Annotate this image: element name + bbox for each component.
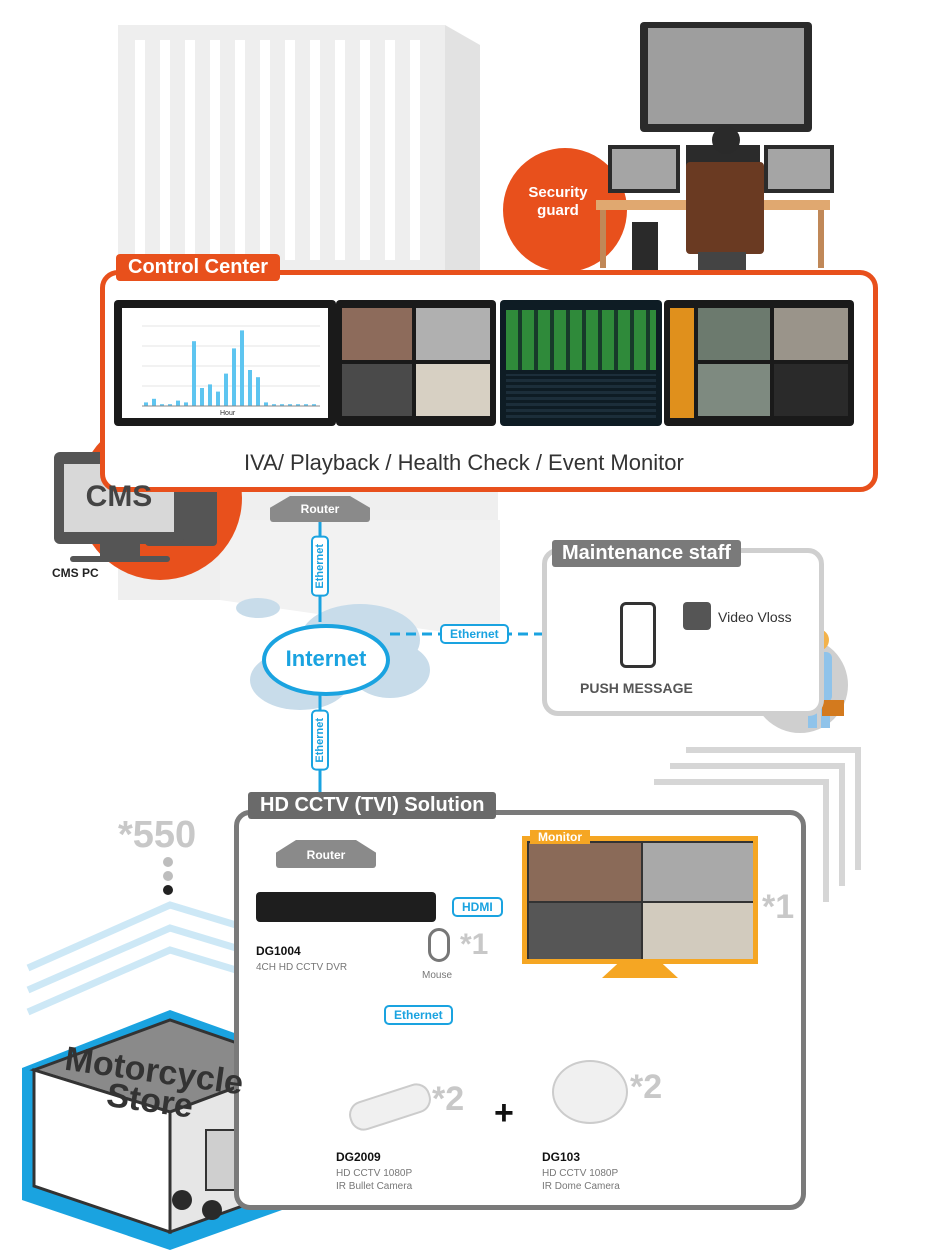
event-feed-4 — [774, 364, 848, 416]
internet-bubble — [262, 624, 390, 696]
dome-desc-2: IR Dome Camera — [542, 1181, 620, 1192]
histogram-bar — [160, 404, 164, 406]
video-wall — [596, 22, 834, 274]
health-grid — [506, 310, 656, 370]
monitor-stand — [602, 964, 678, 978]
mouse-label: Mouse — [422, 970, 453, 981]
dvr-device — [256, 892, 436, 922]
router-bottom: Router — [276, 840, 376, 868]
mouse-qty: *1 — [460, 928, 489, 961]
monitor-label: Monitor — [530, 830, 590, 844]
store-stripes — [26, 901, 238, 1016]
histogram-bar — [264, 402, 268, 406]
maintenance-panel — [542, 548, 824, 716]
security-guard-label: Security guard — [528, 184, 588, 219]
dvr-desc: 4CH HD CCTV DVR — [256, 962, 348, 973]
local-monitor — [522, 836, 758, 964]
event-monitor-screen — [664, 300, 854, 426]
histogram-bar — [216, 391, 220, 406]
monitor-feed-2 — [643, 843, 753, 901]
monitor-feed-4 — [643, 903, 753, 959]
histogram-bar — [312, 404, 316, 406]
histogram-bar — [184, 402, 188, 406]
push-message-label: PUSH MESSAGE — [580, 680, 693, 696]
camera-feed-3 — [342, 364, 412, 416]
guard-circle — [503, 148, 627, 272]
dome-model: DG103 — [542, 1150, 581, 1164]
ethernet-tag-upper: Ethernet — [311, 536, 329, 597]
internet-label: Internet — [285, 646, 367, 671]
histogram-bar — [152, 398, 156, 406]
push-bold: PUSH — [580, 680, 619, 696]
mouse-icon — [428, 928, 450, 962]
bullet-desc-2: IR Bullet Camera — [336, 1181, 413, 1192]
dome-qty: *2 — [630, 1068, 663, 1106]
camera-feed-4 — [416, 364, 490, 416]
histogram-bar — [200, 388, 204, 406]
message-icon — [683, 602, 711, 630]
small-cloud — [236, 598, 280, 618]
histogram-bar — [272, 404, 276, 406]
histogram-bar — [232, 348, 236, 406]
camera-feed-2 — [416, 308, 490, 360]
stacked-sites — [654, 747, 861, 902]
event-list — [670, 308, 694, 418]
histogram-bar — [288, 404, 292, 406]
maintenance-title: Maintenance staff — [552, 540, 741, 567]
router-top: Router — [270, 496, 370, 522]
store-count: *550 — [118, 814, 197, 856]
hd-solution-panel — [234, 810, 806, 1210]
histogram-bar — [248, 370, 252, 406]
dome-camera-icon — [552, 1060, 628, 1124]
iva-bar-chart — [122, 308, 328, 418]
event-feed-3 — [698, 364, 770, 416]
histogram-bar — [280, 404, 284, 406]
histogram-bar — [144, 402, 148, 406]
histogram-bar — [176, 400, 180, 406]
hdmi-tag: HDMI — [452, 897, 503, 917]
bullet-model: DG2009 — [336, 1150, 381, 1164]
histogram-bar — [304, 404, 308, 406]
control-center-title: Control Center — [116, 254, 280, 281]
video-vloss-label: Video Vloss — [718, 609, 792, 625]
store-dots — [163, 857, 173, 895]
histogram-bar — [240, 330, 244, 406]
dvr-model: DG1004 — [256, 944, 301, 958]
histogram-bar — [208, 384, 212, 406]
event-feed-2 — [774, 308, 848, 360]
histogram-bar — [192, 341, 196, 406]
histogram-bar — [224, 373, 228, 406]
chart-xlabel: Hour — [220, 410, 236, 417]
ethernet-tag-lower: Ethernet — [311, 710, 329, 771]
hd-solution-title: HD CCTV (TVI) Solution — [248, 792, 497, 819]
bullet-qty: *2 — [432, 1080, 465, 1118]
camera-feed-1 — [342, 308, 412, 360]
analytics-screen: Hour — [114, 300, 336, 426]
push-rest: MESSAGE — [622, 680, 693, 696]
histogram-bar — [256, 377, 260, 406]
ethernet-tag-push: Ethernet — [440, 624, 509, 644]
health-log — [506, 374, 656, 418]
playback-screen — [336, 300, 496, 426]
monitor-feed-3 — [529, 903, 641, 959]
dome-desc-1: HD CCTV 1080P — [542, 1168, 619, 1179]
plus-sign: + — [494, 1094, 514, 1132]
monitor-qty: *1 — [762, 888, 795, 926]
control-center-caption: IVA/ Playback / Health Check / Event Mon… — [244, 450, 684, 475]
bullet-desc-1: HD CCTV 1080P — [336, 1168, 413, 1179]
tablet-icon — [620, 602, 656, 668]
monitor-feed-1 — [529, 843, 641, 901]
event-feed-1 — [698, 308, 770, 360]
histogram-bar — [296, 404, 300, 406]
health-check-screen — [500, 300, 662, 426]
building-windows — [135, 40, 420, 260]
histogram-bar — [168, 404, 172, 406]
cms-pc-caption: CMS PC — [52, 566, 99, 580]
cms-screen-label: CMS — [85, 480, 153, 513]
ethernet-tag-cameras: Ethernet — [384, 1005, 453, 1025]
